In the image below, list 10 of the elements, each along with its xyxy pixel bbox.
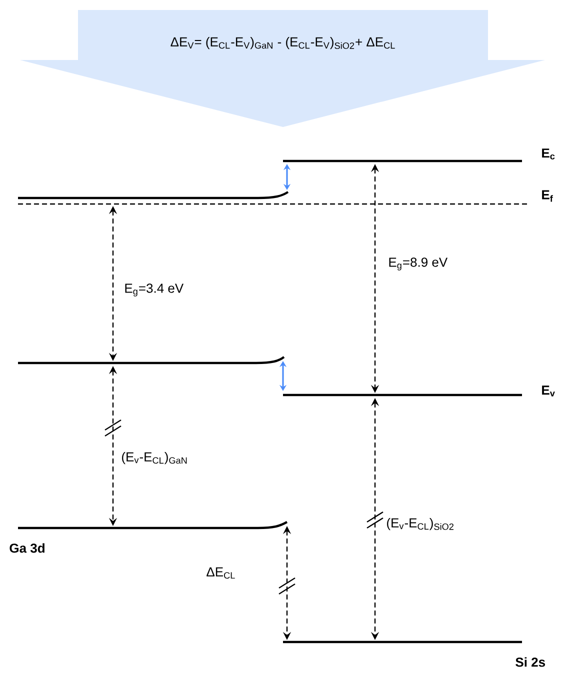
level-label: Si 2s: [516, 657, 546, 667]
level-label: E$_{v}$: [542, 386, 555, 396]
level-label: E$_{f}$: [542, 190, 553, 202]
gap-label: (E$_{v}$-E$_{CL}$)$_{GaN}$: [122, 452, 187, 464]
gap-label: E$_{g}$=8.9 eV: [389, 258, 448, 270]
gap-label: E$_{g}$=3.4 eV: [125, 284, 184, 296]
level-label: E$_{c}$: [542, 148, 555, 160]
level-label: Ga 3d: [10, 543, 44, 553]
gap-label: ΔE$_{CL}$: [206, 567, 235, 579]
gap-label: (E$_{v}$-E$_{CL}$)$_{SiO2}$: [387, 518, 454, 530]
